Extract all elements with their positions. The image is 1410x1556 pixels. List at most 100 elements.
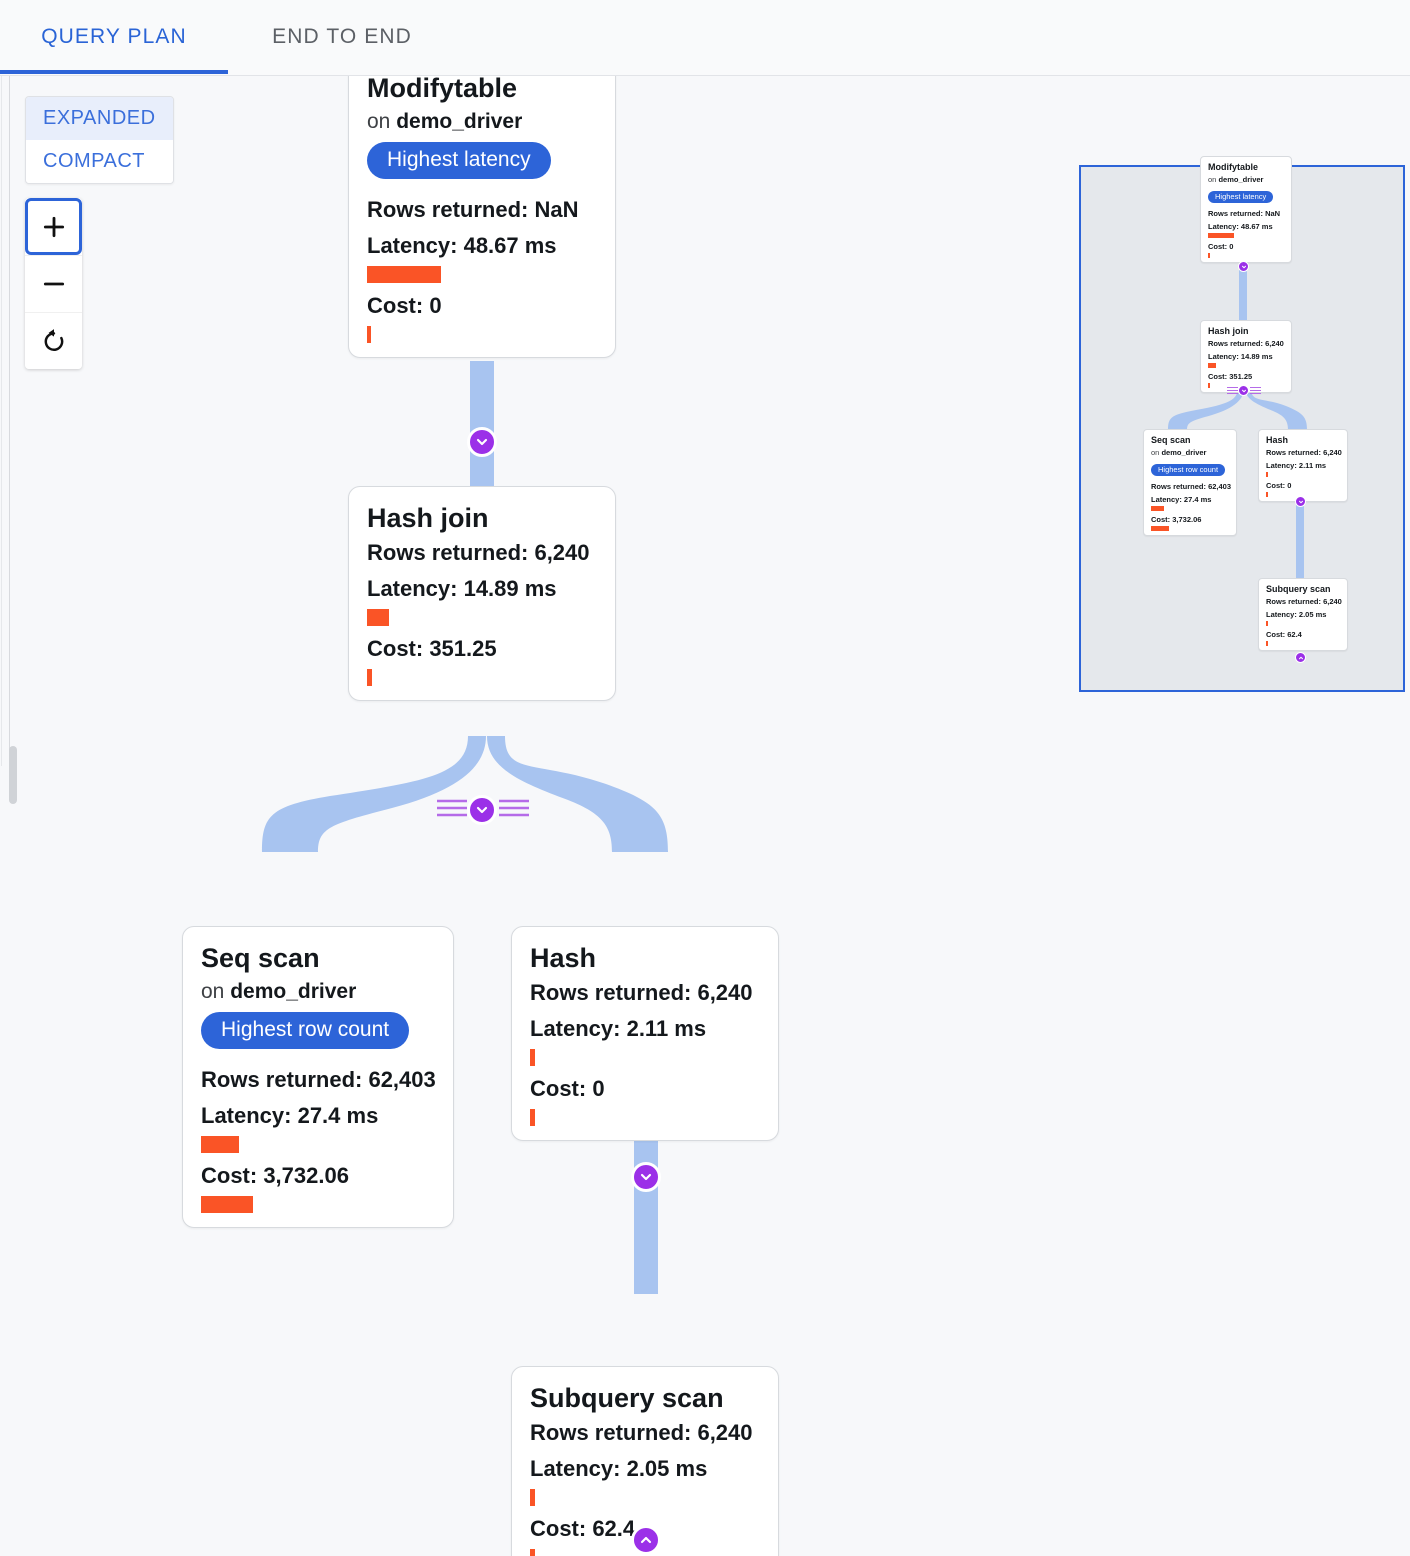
node-latency-bar (1266, 471, 1268, 477)
node-latency: Latency: 14.89 ms (1208, 351, 1273, 361)
node-title: Modifytable (1208, 162, 1259, 172)
node-cost: Cost: 0 (367, 293, 442, 319)
node-title: Seq scan (201, 943, 320, 973)
tab-bar: QUERY PLAN END TO END (0, 0, 1410, 76)
minimap-expand-chevron-subquery-scan (1295, 652, 1306, 663)
collapse-chevron-hash-join[interactable] (467, 795, 497, 825)
node-cost: Cost: 351.25 (367, 636, 497, 662)
node-cost-bar (1266, 640, 1268, 646)
node-badge-highest-row-count: Highest row count (201, 1012, 410, 1050)
minimap-node-hash: Hash Rows returned: 6,240 Latency: 2.11 … (1258, 429, 1348, 502)
reset-rotate-icon (44, 329, 63, 351)
node-relation-prefix: on (1151, 447, 1162, 457)
plan-node-hash[interactable]: Hash Rows returned: 6,240 Latency: 2.11 … (511, 926, 779, 1142)
node-title: Seq scan (1151, 435, 1191, 445)
node-relation: on demo_driver (1151, 448, 1230, 457)
node-cost: Cost: 62.4 (1266, 629, 1302, 639)
node-latency: Latency: 27.4 ms (201, 1103, 379, 1129)
plan-minimap[interactable]: Modifytable on demo_driver Highest laten… (1079, 156, 1405, 692)
node-badge-highest-latency: Highest latency (1208, 190, 1274, 203)
node-latency: Latency: 2.05 ms (1266, 609, 1327, 619)
node-title: Hash (530, 943, 597, 973)
node-relation-name: demo_driver (230, 980, 357, 1004)
node-latency: Latency: 14.89 ms (367, 576, 557, 602)
zoom-out-button[interactable] (25, 255, 82, 312)
zoom-controls[interactable] (25, 198, 82, 369)
minimap-node-hash-join: Hash join Rows returned: 6,240 Latency: … (1200, 320, 1292, 393)
node-latency-bar (530, 1489, 535, 1507)
node-title: Hash (1266, 435, 1289, 445)
minimap-node-subquery-scan: Subquery scan Rows returned: 6,240 Laten… (1258, 578, 1348, 651)
view-mode-expanded[interactable]: EXPANDED (26, 97, 173, 140)
chevron-down-icon (476, 438, 488, 446)
chevron-down-icon (1241, 265, 1246, 268)
minimap-collapse-chevron-modifytable (1238, 261, 1249, 272)
node-cost-bar (1208, 382, 1210, 388)
node-cost: Cost: 0 (530, 1076, 605, 1102)
plan-node-modifytable[interactable]: Modifytable on demo_driver Highest laten… (348, 76, 616, 359)
plan-node-hash-join[interactable]: Hash join Rows returned: 6,240 Latency: … (348, 486, 616, 702)
node-rows-returned: Rows returned: 6,240 (1208, 338, 1284, 348)
panel-divider (9, 76, 10, 766)
node-relation: on demo_driver (1208, 175, 1285, 184)
plan-canvas[interactable]: Modifytable on demo_driver Highest laten… (0, 76, 1410, 1556)
node-latency: Latency: 2.05 ms (530, 1456, 708, 1482)
node-latency: Latency: 48.67 ms (367, 233, 557, 259)
node-cost-bar (367, 669, 372, 687)
view-mode-toggle-group[interactable]: EXPANDED COMPACT (25, 96, 174, 184)
chevron-down-icon (1241, 389, 1246, 392)
node-latency-bar (1208, 362, 1216, 368)
zoom-in-button[interactable] (25, 198, 82, 255)
node-cost: Cost: 3,732.06 (201, 1163, 349, 1189)
node-latency: Latency: 2.11 ms (530, 1016, 707, 1042)
node-title: Hash join (367, 503, 489, 533)
node-rows-returned: Rows returned: 6,240 (1266, 447, 1342, 457)
tab-query-plan[interactable]: QUERY PLAN (41, 24, 187, 48)
node-rows-returned: Rows returned: 6,240 (367, 540, 590, 566)
node-cost-bar (530, 1549, 535, 1556)
minimap-node-modifytable: Modifytable on demo_driver Highest laten… (1200, 156, 1292, 263)
node-rows-returned: Rows returned: 6,240 (530, 1420, 753, 1446)
node-relation: on demo_driver (367, 110, 597, 134)
chevron-up-icon (640, 1536, 652, 1544)
node-cost: Cost: 62.4 (530, 1516, 636, 1542)
collapse-chevron-hash[interactable] (631, 1162, 661, 1192)
tab-end-to-end[interactable]: END TO END (272, 24, 412, 48)
expand-chevron-subquery-scan[interactable] (631, 1525, 661, 1555)
node-latency-bar (1151, 505, 1164, 511)
chevron-down-icon (1298, 500, 1303, 503)
panel-resize-handle[interactable] (9, 746, 17, 804)
node-relation-prefix: on (1208, 174, 1219, 184)
node-title: Modifytable (367, 76, 518, 103)
node-latency-bar (201, 1136, 239, 1154)
node-rows-returned: Rows returned: 6,240 (530, 980, 753, 1006)
plan-node-subquery-scan[interactable]: Subquery scan Rows returned: 6,240 Laten… (511, 1366, 779, 1556)
node-cost-bar (201, 1196, 253, 1214)
active-tab-indicator (0, 70, 228, 74)
chevron-down-icon (640, 1173, 652, 1181)
node-rows-returned: Rows returned: NaN (1208, 208, 1281, 218)
chevron-down-icon (476, 806, 488, 814)
panel-divider-outer (1, 76, 2, 766)
node-latency: Latency: 48.67 ms (1208, 221, 1273, 231)
minimap-collapse-chevron-hash-join (1238, 385, 1249, 396)
view-mode-compact[interactable]: COMPACT (26, 140, 173, 183)
node-badge-highest-row-count: Highest row count (1151, 463, 1226, 476)
minimap-collapse-marker-lines (1227, 387, 1261, 394)
node-title: Hash join (1208, 326, 1249, 336)
node-latency-bar (530, 1049, 535, 1067)
plan-node-seq-scan[interactable]: Seq scan on demo_driver Highest row coun… (182, 926, 454, 1229)
collapse-chevron-modifytable[interactable] (467, 427, 497, 457)
reset-view-button[interactable] (25, 312, 82, 369)
node-rows-returned: Rows returned: NaN (367, 197, 579, 223)
node-cost-bar (367, 326, 371, 344)
node-cost-bar (1208, 252, 1210, 258)
node-rows-returned: Rows returned: 62,403 (201, 1067, 436, 1093)
collapse-marker-lines-hash-join (437, 799, 529, 817)
node-relation-name: demo_driver (396, 110, 523, 134)
node-relation-prefix: on (367, 110, 397, 134)
node-cost: Cost: 351.25 (1208, 371, 1253, 381)
node-latency-bar (1208, 232, 1234, 238)
node-latency-bar (367, 266, 441, 284)
node-rows-returned: Rows returned: 62,403 (1151, 481, 1232, 491)
